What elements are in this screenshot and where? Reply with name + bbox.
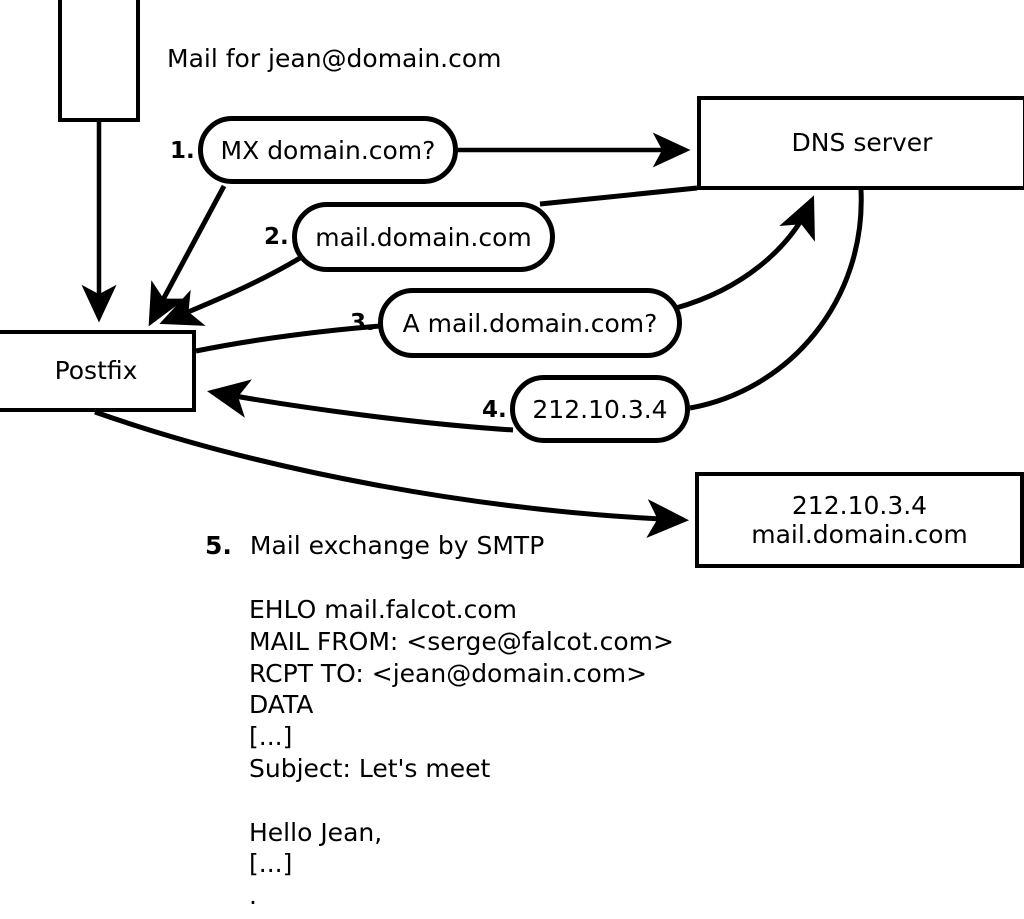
step-3-label: A mail.domain.com? — [402, 308, 658, 338]
step-1-bubble: MX domain.com? — [198, 116, 458, 184]
wire-dns-to-step2 — [539, 185, 698, 207]
dns-server-label: DNS server — [791, 128, 933, 158]
wire-dns-to-step4 — [689, 189, 864, 411]
step-3-bubble: A mail.domain.com? — [378, 288, 682, 358]
step-5-row: 5. Mail exchange by SMTP — [205, 531, 544, 560]
wire-postfix-to-target — [94, 409, 689, 539]
target-server-host: mail.domain.com — [751, 520, 968, 549]
smtp-transcript: EHLO mail.falcot.com MAIL FROM: <serge@f… — [249, 595, 674, 911]
dns-server-box: DNS server — [697, 96, 1024, 190]
target-server-ip: 212.10.3.4 — [791, 490, 928, 520]
wire-step2-to-postfix — [159, 255, 302, 326]
step-2-number: 2. — [264, 224, 289, 250]
step-4-bubble: 212.10.3.4 — [510, 375, 690, 443]
step-5-number: 5. — [205, 531, 232, 560]
step-1-number: 1. — [170, 138, 195, 164]
postfix-label: Postfix — [54, 356, 138, 386]
step-2-bubble: mail.domain.com — [292, 202, 555, 272]
target-server-box: 212.10.3.4 mail.domain.com — [695, 472, 1024, 568]
step-3-number: 3. — [350, 310, 375, 336]
wire-postfix-to-step3 — [195, 323, 381, 354]
step-4-number: 4. — [482, 397, 507, 423]
step-4-label: 212.10.3.4 — [532, 394, 668, 424]
postfix-box: Postfix — [0, 330, 196, 412]
wire-step4-to-postfix — [207, 379, 514, 433]
step-1-label: MX domain.com? — [220, 135, 436, 165]
step-5-label: Mail exchange by SMTP — [249, 531, 545, 560]
client-box — [58, 0, 140, 122]
wire-step3-to-dns — [675, 195, 815, 311]
step-2-label: mail.domain.com — [315, 222, 532, 252]
mail-for-caption: Mail for jean@domain.com — [167, 44, 502, 73]
